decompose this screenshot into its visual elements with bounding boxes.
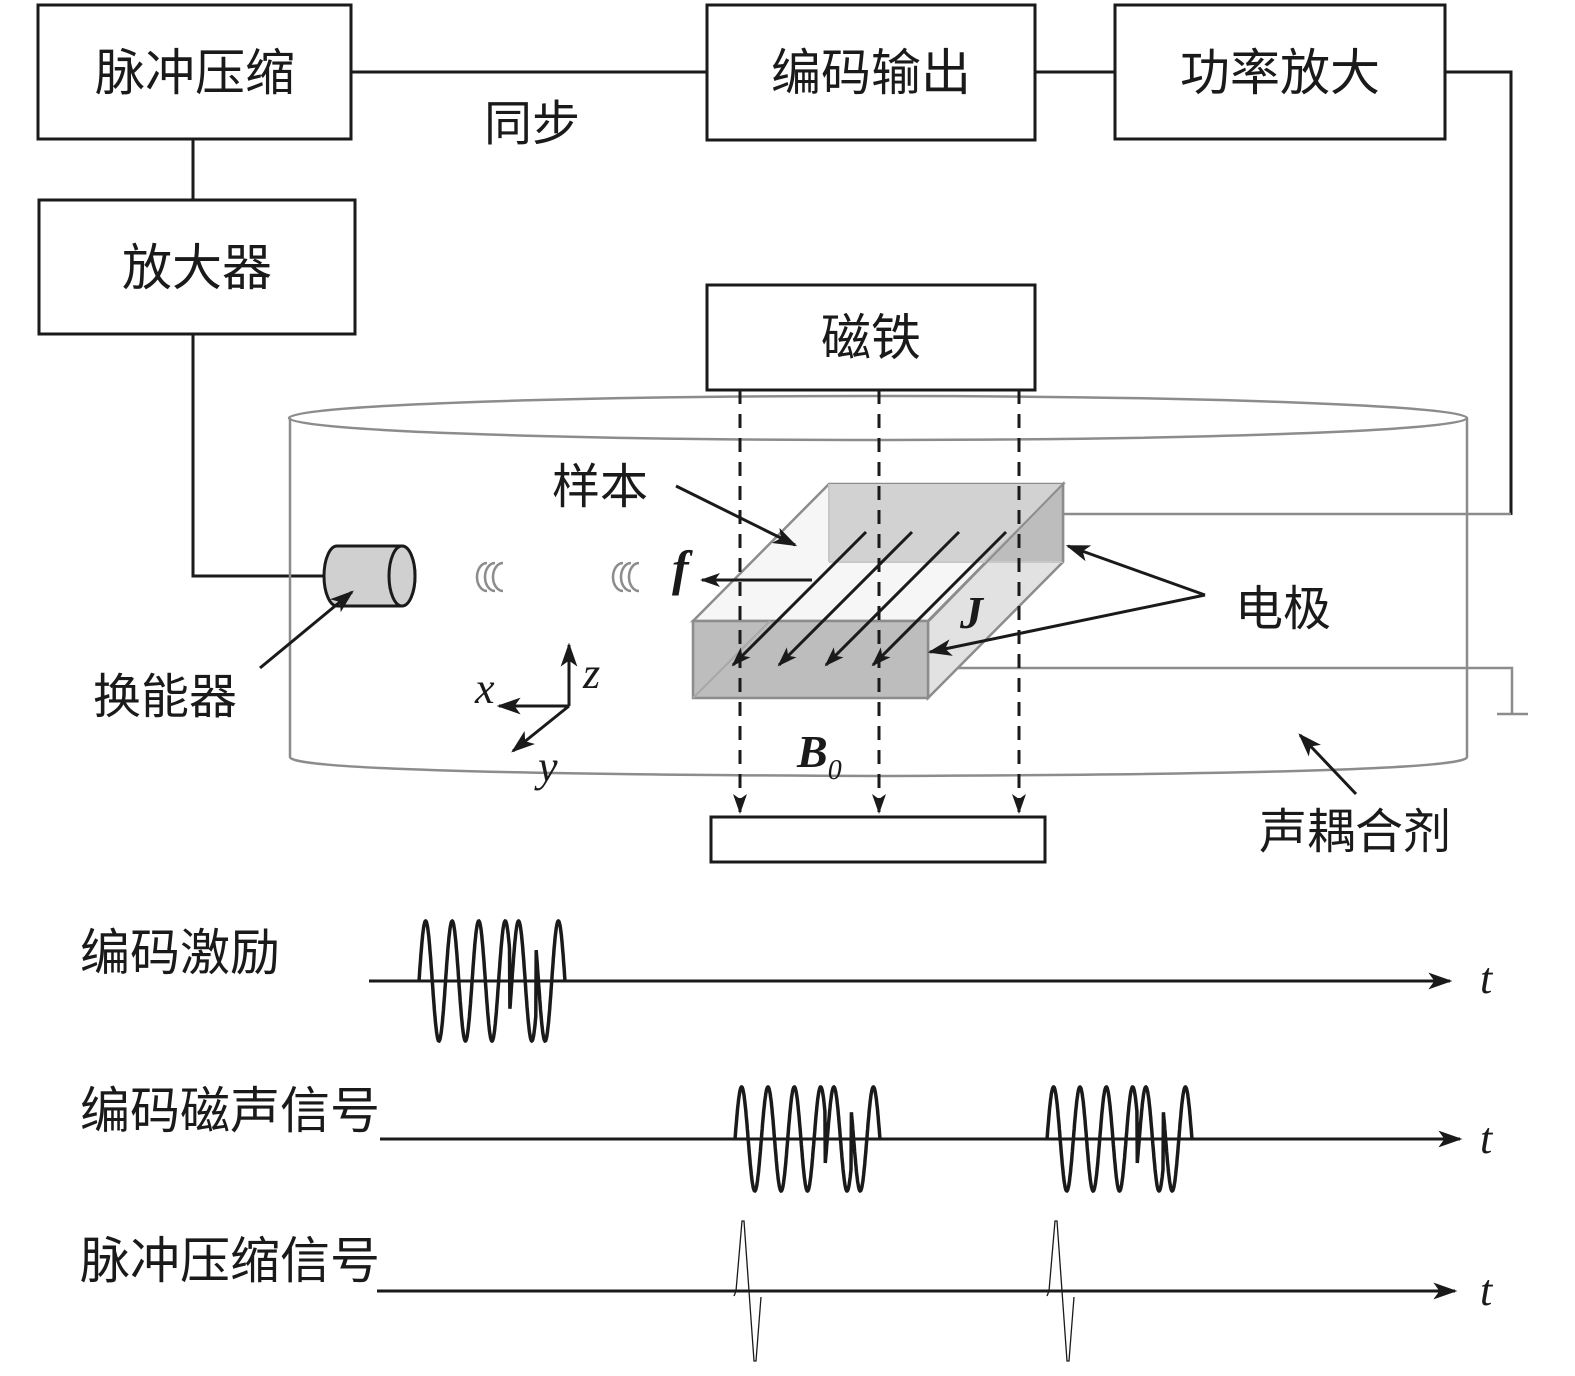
signal-row-coded-excitation: 编码激励 t: [80, 918, 1494, 1044]
current-density-label: J: [959, 587, 985, 638]
block-power-amplifier-label: 功率放大: [1180, 44, 1380, 102]
block-coded-output-label: 编码输出: [771, 44, 971, 102]
compressed-pulse: [1046, 1220, 1075, 1362]
electrode-label: 电极: [1235, 581, 1331, 637]
signal-row-coded-mai-signal: 编码磁声信号 t: [80, 1082, 1494, 1194]
block-pulse-compression: 脉冲压缩: [36, 3, 353, 141]
coded-waveform: [1045, 1084, 1194, 1194]
signal-row-compressed-signal: 脉冲压缩信号 t: [80, 1220, 1494, 1362]
time-axis-label: t: [1480, 1266, 1494, 1315]
power-out-wire: [1445, 70, 1513, 515]
magnet-bottom-plate: [709, 815, 1047, 864]
acoustic-wave-icon: [611, 561, 640, 593]
axis-x-label: x: [474, 664, 495, 713]
axis-z-label: z: [582, 649, 600, 698]
block-amplifier: 放大器: [37, 198, 357, 336]
block-magnet-label: 磁铁: [821, 309, 921, 367]
electrode-pointer-bottom: [927, 593, 1206, 656]
block-power-amplifier: 功率放大: [1113, 3, 1447, 141]
coupling-agent-pointer: [1298, 733, 1358, 796]
magnetic-field-label: B0: [796, 726, 842, 786]
sync-label: 同步: [484, 96, 580, 152]
signal-label: 编码磁声信号: [80, 1082, 380, 1140]
time-axis-label: t: [1480, 1114, 1494, 1163]
transducer-icon: [322, 544, 417, 608]
electrode-pointer-top: [1065, 544, 1206, 597]
amplifier-transducer-wire: [191, 334, 325, 578]
signal-label: 编码激励: [80, 924, 280, 982]
axis-y-label: y: [534, 742, 558, 791]
block-magnet: 磁铁: [705, 283, 1037, 392]
sample-label: 样本: [552, 459, 648, 515]
acoustic-wave-icon: [475, 561, 504, 593]
coded-waveform: [417, 918, 567, 1044]
coded-waveform: [733, 1085, 882, 1194]
coupling-agent-label: 声耦合剂: [1259, 804, 1451, 860]
coordinate-axes: z x y: [474, 642, 600, 791]
transducer-pointer: [259, 590, 354, 670]
transducer-label: 换能器: [93, 669, 237, 725]
sample-pointer: [675, 484, 798, 547]
block-amplifier-label: 放大器: [122, 239, 272, 297]
current-arrows: [731, 530, 1008, 667]
block-coded-output: 编码输出: [705, 3, 1037, 142]
force-label: f: [672, 540, 693, 596]
signal-label: 脉冲压缩信号: [80, 1232, 380, 1290]
bottom-electrode-wire: [928, 666, 1514, 714]
time-axis-label: t: [1480, 954, 1494, 1003]
compressed-pulse: [733, 1220, 762, 1362]
block-pulse-compression-label: 脉冲压缩: [95, 44, 295, 102]
